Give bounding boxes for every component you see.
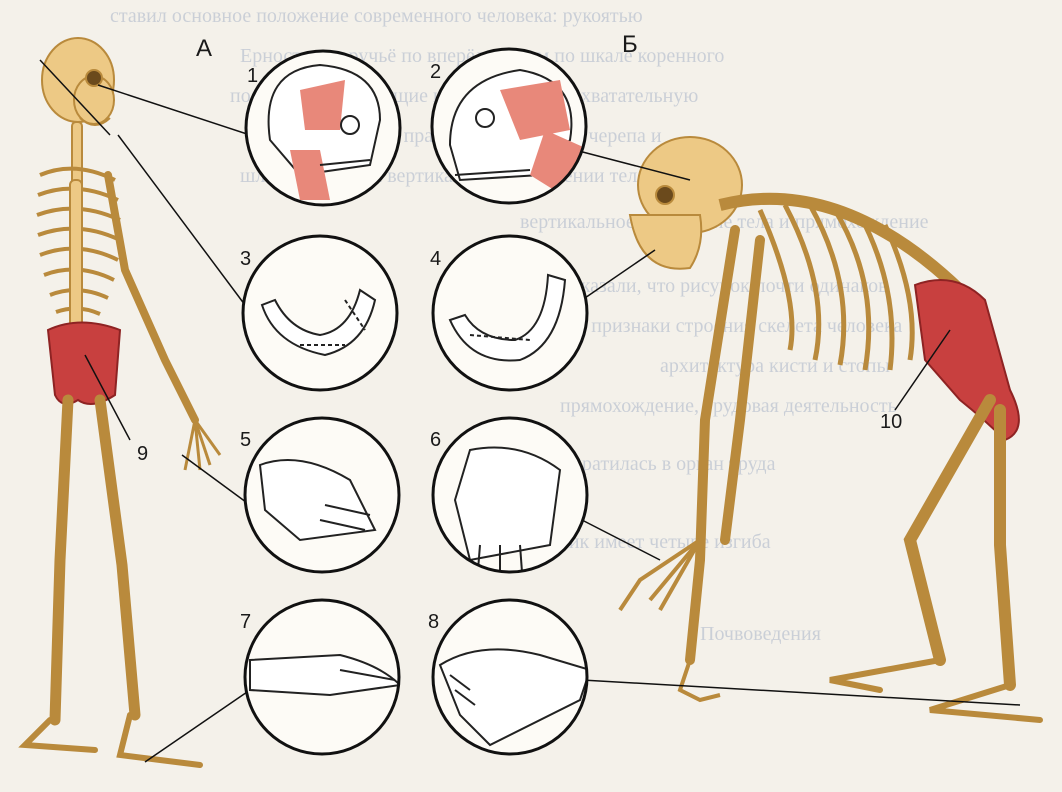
callout-4: 4 — [430, 248, 441, 270]
callout-9: 9 — [137, 443, 148, 465]
human-pelvis — [48, 323, 120, 405]
human-skeleton — [25, 38, 220, 765]
panel-label-human: А — [196, 35, 212, 62]
human-feet — [25, 715, 200, 765]
callout-7: 7 — [240, 611, 251, 633]
panel-label-ape: Б — [622, 31, 638, 58]
callout-5: 5 — [240, 429, 251, 451]
callout-10: 10 — [880, 411, 902, 433]
human-leg-right — [100, 400, 135, 715]
callout-8: 8 — [428, 611, 439, 633]
detail-circle-4 — [433, 236, 587, 390]
human-hand — [185, 420, 220, 470]
detail-circle-3 — [243, 236, 397, 390]
detail-circle-1 — [246, 51, 400, 205]
detail-circle-5 — [245, 418, 399, 572]
callout-3: 3 — [240, 248, 251, 270]
human-leg-left — [55, 400, 68, 720]
background-text-line: ставил основное положение современного ч… — [110, 5, 643, 27]
background-text-line: Почвоведения — [700, 623, 821, 645]
ape-legs — [910, 400, 1010, 685]
callout-1: 1 — [247, 65, 258, 87]
callout-2: 2 — [430, 61, 441, 83]
human-arm — [108, 175, 195, 420]
ape-hands — [620, 540, 720, 700]
detail-circle-7 — [245, 600, 400, 754]
human-skull — [42, 38, 114, 125]
background-text-line: архитектура кисти и стопы — [660, 355, 890, 377]
detail-circle-6 — [433, 418, 587, 575]
detail-circle-8 — [433, 600, 590, 754]
human-spine — [70, 180, 82, 330]
callout-6: 6 — [430, 429, 441, 451]
background-text-line: прямохождение, трудовая деятельность — [560, 395, 897, 417]
